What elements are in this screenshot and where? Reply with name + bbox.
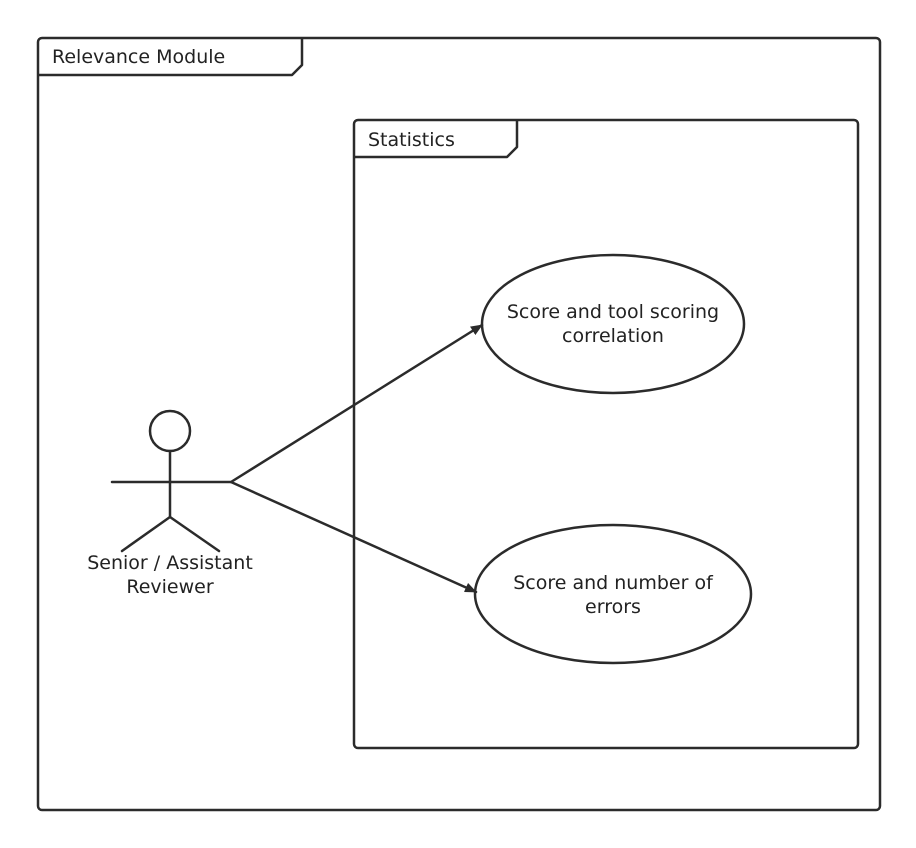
actor-senior-assistant-reviewer: Senior / Assistant Reviewer: [87, 409, 253, 598]
use-case-ellipse: [480, 253, 746, 395]
use-case-score-number-errors: Score and number of errors: [473, 523, 753, 665]
package-statistics: Statistics: [352, 118, 860, 750]
package-frame: [36, 36, 882, 812]
package-frame: [352, 118, 860, 750]
use-case-score-tool-correlation: Score and tool scoring correlation: [480, 253, 746, 395]
package-title-tab: [354, 120, 519, 159]
actor-head: [148, 409, 192, 453]
use-case-label-line-2: correlation: [562, 325, 664, 347]
association-arrow-1: [229, 323, 484, 484]
actor-right-leg: [168, 515, 221, 553]
association-arrow-2: [229, 480, 478, 594]
actor-label-line-1: Senior / Assistant: [87, 552, 253, 574]
use-case-ellipse: [473, 523, 753, 665]
use-case-label-line-1: Score and number of: [513, 572, 714, 594]
actor-left-leg: [120, 515, 172, 553]
use-case-label-line-2: errors: [585, 596, 641, 618]
use-case-label-line-1: Score and tool scoring: [507, 301, 719, 323]
package-title: Statistics: [368, 129, 455, 151]
actor-label-line-2: Reviewer: [126, 576, 213, 598]
package-relevance-module: Relevance Module: [36, 36, 882, 812]
package-title-tab: [38, 38, 304, 77]
package-title: Relevance Module: [52, 46, 225, 68]
